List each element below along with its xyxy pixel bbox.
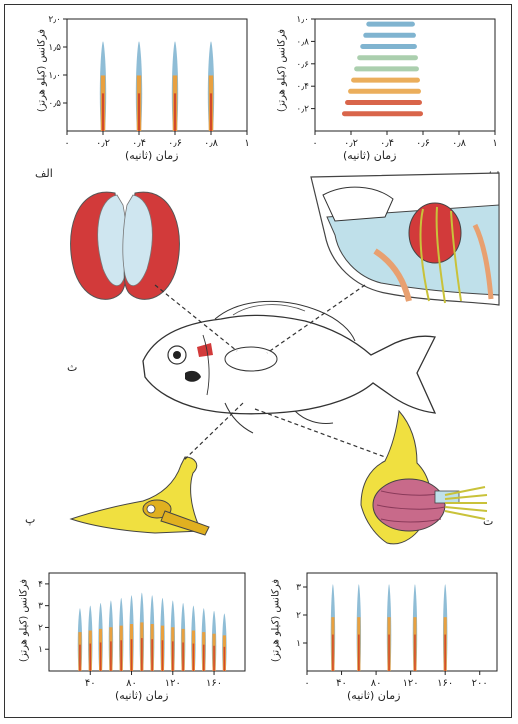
- fish-dissection-drawing: [311, 173, 499, 305]
- pulse-core: [120, 640, 122, 671]
- y-tick-label: ۰٫۲: [296, 105, 309, 115]
- x-tick-label: ۰٫۸: [452, 138, 467, 149]
- x-tick-label: ۰٫۶: [416, 138, 430, 149]
- chart-bottom-left: ۴۰ ۸۰ ۱۲۰ ۱۶۰ ۱ ۲ ۳ ۴ زمان (ثانیه) فرکانس (کیلو…: [15, 565, 255, 715]
- chart-bottom-left-xlabel: زمان (ثانیه): [115, 689, 168, 702]
- y-tick-label: ۲: [38, 623, 43, 633]
- pulse-core: [358, 635, 360, 671]
- pulse-core: [414, 635, 416, 671]
- y-tick-label: ۱٫۰: [296, 15, 309, 25]
- chart-top-left: ۰۰٫۲۰٫۴۰٫۶۰٫۸۱۰٫۵۱٫۰۱٫۵۲٫۰ زمان (ثانیه) …: [33, 13, 253, 173]
- x-tick-label: ۰٫۲: [96, 138, 110, 149]
- x-tick-label: ۱۶۰: [437, 678, 453, 689]
- x-tick-label: ۴۰: [85, 678, 96, 689]
- chart-bottom-right-xlabel: زمان (ثانیه): [347, 689, 400, 702]
- pulse-core: [162, 640, 164, 671]
- x-tick-label: ۱: [244, 138, 249, 149]
- chart-bottom-left-ylabel: فرکانس (کیلو هرتز): [19, 566, 30, 676]
- harmonic-band: [345, 100, 422, 105]
- chart-top-left-ylabel: فرکانس (کیلو هرتز): [37, 16, 48, 126]
- pulse-core: [110, 641, 112, 671]
- pulse-core: [193, 644, 195, 671]
- x-tick-label: ۸۰: [126, 678, 137, 689]
- pulse-core: [182, 642, 184, 671]
- x-tick-label: ۱۶۰: [206, 678, 222, 689]
- x-tick-label: ۱۲۰: [403, 678, 419, 689]
- chart-top-right-ylabel: فرکانس (کیلو هرتز): [277, 16, 288, 126]
- chart-bottom-left-plot: ۴۰ ۸۰ ۱۲۰ ۱۶۰ ۱ ۲ ۳ ۴: [15, 565, 255, 691]
- x-tick-label: ۰٫۴: [380, 138, 394, 149]
- chart-top-right-plot: ۰ ۰٫۲ ۰٫۴ ۰٫۶ ۰٫۸ ۱ ۰٫۲ ۰٫۴ ۰٫۶ ۰٫۸ ۱٫۰: [275, 13, 505, 153]
- chart-bottom-right-plot: ۰ ۴۰ ۸۰ ۱۲۰ ۱۶۰ ۲۰۰ ۱ ۲ ۳: [267, 565, 507, 691]
- fish-outline-drawing: [143, 301, 435, 433]
- jaw-bones-drawing: [71, 457, 209, 535]
- harmonic-band: [366, 22, 415, 27]
- y-tick-label: ۱: [296, 639, 301, 649]
- plot-area: [307, 573, 497, 671]
- y-tick-label: ۰٫۵: [48, 99, 61, 109]
- pulse-core: [100, 642, 102, 671]
- pulse-core: [203, 645, 205, 671]
- y-tick-label: ۲: [296, 611, 301, 621]
- pulse-core: [444, 635, 446, 671]
- x-tick-label: ۰٫۸: [204, 138, 219, 149]
- pulse-core: [151, 639, 153, 671]
- chart-bottom-right-ylabel: فرکانس (کیلو هرتز): [271, 566, 282, 676]
- pulse-core: [213, 646, 215, 671]
- y-tick-label: ۰٫۴: [296, 82, 309, 92]
- chart-top-left-plot: ۰ ۰٫۲ ۰٫۴ ۰٫۶ ۰٫۸ ۱ ۰٫۵ ۱٫۰ ۱٫۵ ۲٫۰: [33, 13, 253, 153]
- harmonic-band: [354, 66, 419, 71]
- swim-bladder-drawing: [71, 192, 180, 299]
- harmonic-band: [348, 89, 421, 94]
- harmonic-band: [360, 44, 417, 49]
- x-tick-label: ۴۰: [336, 678, 347, 689]
- pulse-core: [131, 639, 133, 671]
- x-tick-label: ۲۰۰: [472, 678, 488, 689]
- x-tick-label: ۰: [312, 138, 317, 149]
- chart-bottom-right: ۰ ۴۰ ۸۰ ۱۲۰ ۱۶۰ ۲۰۰ ۱ ۲ ۳ زمان (ثانیه) فرکانس (ک…: [267, 565, 507, 715]
- pulse-core: [172, 641, 174, 671]
- plot-area: [67, 19, 247, 131]
- x-tick-label: ۱: [492, 138, 497, 149]
- x-tick-label: ۰: [64, 138, 69, 149]
- pulse-core: [174, 93, 176, 131]
- pulse-core: [388, 635, 390, 671]
- pulse-core: [102, 93, 104, 131]
- figure-frame: ۰۰٫۲۰٫۴۰٫۶۰٫۸۱۰٫۵۱٫۰۱٫۵۲٫۰ زمان (ثانیه) …: [4, 4, 512, 718]
- pulse-core: [141, 638, 143, 671]
- pulse-core: [210, 93, 212, 131]
- pulse-core: [224, 647, 226, 671]
- pulse-core: [332, 635, 334, 671]
- x-tick-label: ۸۰: [371, 678, 382, 689]
- harmonic-band: [351, 78, 420, 83]
- y-tick-label: ۳: [296, 583, 301, 593]
- fish-anatomy-illustration: [5, 165, 513, 545]
- pulse-core: [89, 644, 91, 671]
- x-tick-label: ۰٫۲: [344, 138, 358, 149]
- chart-top-right: ۰ ۰٫۲ ۰٫۴ ۰٫۶ ۰٫۸ ۱ ۰٫۲ ۰٫۴ ۰٫۶ ۰٫۸ ۱٫۰ زمان (ثانی…: [275, 13, 505, 173]
- pulse-core: [79, 645, 81, 671]
- pulse-core: [138, 93, 140, 131]
- x-tick-label: ۰٫۶: [168, 138, 182, 149]
- harmonic-band: [363, 33, 416, 38]
- harmonic-band: [357, 55, 418, 60]
- harmonic-band: [342, 111, 423, 116]
- y-tick-label: ۴: [38, 580, 43, 590]
- y-tick-label: ۰٫۸: [296, 37, 309, 47]
- y-tick-label: ۱٫۵: [48, 43, 61, 53]
- y-tick-label: ۱: [38, 645, 43, 655]
- x-tick-label: ۱۲۰: [165, 678, 181, 689]
- x-tick-label: ۰٫۴: [132, 138, 146, 149]
- x-tick-label: ۰: [304, 678, 309, 689]
- y-tick-label: ۱٫۰: [48, 71, 61, 81]
- y-tick-label: ۲٫۰: [48, 15, 61, 25]
- y-tick-label: ۰٫۶: [296, 60, 309, 70]
- sonic-muscle-drawing: [361, 411, 487, 544]
- chart-top-left-xlabel: زمان (ثانیه): [125, 149, 178, 162]
- chart-top-right-xlabel: زمان (ثانیه): [343, 149, 396, 162]
- y-tick-label: ۳: [38, 602, 43, 612]
